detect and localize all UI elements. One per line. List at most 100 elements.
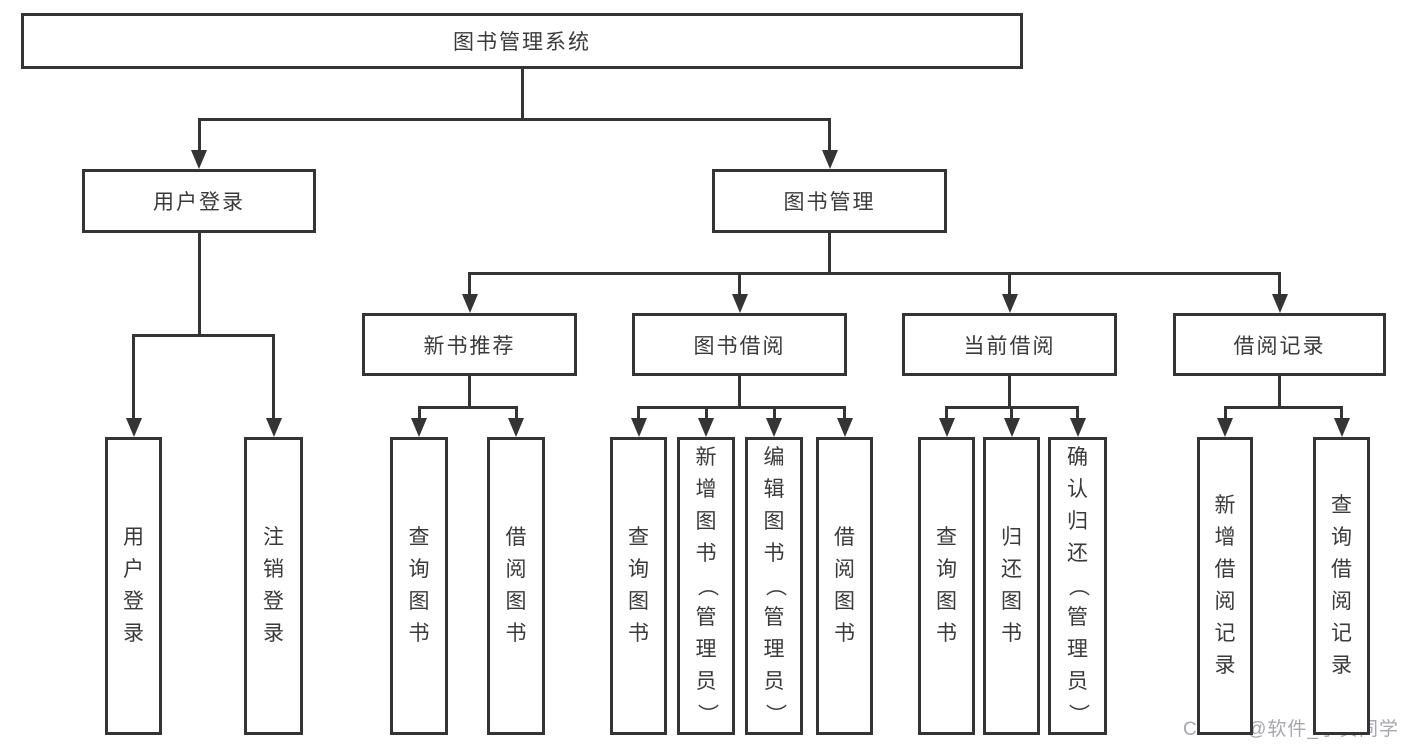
node-label-char: 录 bbox=[263, 622, 284, 645]
node-label-char: 登 bbox=[263, 590, 284, 613]
node-label-char: 新 bbox=[695, 446, 717, 469]
node-label-char: 注 bbox=[263, 526, 284, 549]
node-label-char: 查 bbox=[628, 526, 649, 549]
node-label-char: 阅 bbox=[1214, 590, 1236, 613]
edge-splitter bbox=[417, 405, 518, 409]
node-bb-edit-book: 编辑图书（管理员） bbox=[745, 437, 803, 735]
node-label-char: 记 bbox=[1214, 622, 1236, 645]
node-label-char: 阅 bbox=[1331, 590, 1352, 613]
node-label-char: ） bbox=[695, 703, 718, 725]
node-label-char: ） bbox=[1066, 703, 1090, 725]
node-label-char: 图 bbox=[763, 510, 785, 533]
edge-splitter bbox=[197, 117, 831, 121]
edge-drop bbox=[1223, 407, 1227, 422]
node-bb-borrow-book: 借阅图书 bbox=[816, 437, 873, 735]
arrowhead-icon bbox=[938, 418, 955, 437]
edge-drop bbox=[1278, 273, 1281, 298]
arrowhead-icon bbox=[411, 418, 427, 437]
node-label-char: 归 bbox=[1067, 510, 1088, 533]
edge-drop bbox=[1076, 407, 1079, 422]
node-label-char: 借 bbox=[834, 526, 855, 549]
node-bb-query-book: 查询图书 bbox=[610, 437, 667, 735]
node-label-char: 户 bbox=[123, 558, 144, 581]
arrowhead-icon bbox=[191, 150, 207, 169]
node-label-char: 员 bbox=[695, 670, 717, 693]
edge-drop bbox=[843, 407, 846, 422]
node-label-char: 借 bbox=[505, 526, 527, 549]
node-label-char: 录 bbox=[123, 622, 144, 645]
node-label-char: 辑 bbox=[763, 478, 785, 501]
node-label-char: 管 bbox=[1067, 606, 1088, 629]
node-label-char: 归 bbox=[1001, 526, 1022, 549]
edge-drop bbox=[945, 407, 948, 422]
node-label-char: 书 bbox=[408, 622, 430, 645]
node-label-char: 书 bbox=[628, 622, 649, 645]
edge-stem bbox=[468, 376, 471, 409]
node-label-char: 登 bbox=[123, 590, 144, 613]
node-cb-return-book: 归还图书 bbox=[983, 437, 1040, 735]
node-label-char: 询 bbox=[628, 558, 649, 581]
node-label-char: 图 bbox=[505, 590, 527, 613]
arrowhead-icon bbox=[836, 418, 853, 437]
node-label-char: 员 bbox=[1067, 670, 1088, 693]
edge-stem bbox=[1008, 376, 1011, 409]
node-label-char: （ bbox=[695, 575, 718, 597]
edge-drop bbox=[738, 273, 741, 298]
arrowhead-icon bbox=[731, 294, 748, 313]
node-label-char: 查 bbox=[408, 526, 430, 549]
arrowhead-icon bbox=[630, 418, 647, 437]
arrowhead-icon bbox=[508, 418, 524, 437]
node-label-char: 录 bbox=[1214, 654, 1236, 677]
node-label-char: 询 bbox=[408, 558, 430, 581]
edge-drop bbox=[468, 273, 471, 298]
arrowhead-icon bbox=[1271, 294, 1288, 313]
node-label-char: 图 bbox=[1001, 590, 1022, 613]
node-book-mgmt: 图书管理 bbox=[712, 169, 947, 233]
node-label-char: 图 bbox=[695, 510, 717, 533]
node-label-char: 录 bbox=[1331, 654, 1352, 677]
edge-splitter bbox=[468, 271, 1281, 275]
node-label-char: 阅 bbox=[834, 558, 855, 581]
arrowhead-icon bbox=[698, 418, 714, 437]
edge-drop bbox=[197, 119, 201, 154]
node-label-char: 图 bbox=[408, 590, 430, 613]
node-label-char: 查 bbox=[1331, 494, 1352, 517]
node-label-char: 借 bbox=[1331, 558, 1352, 581]
arrowhead-icon bbox=[1001, 294, 1018, 313]
edge-stem bbox=[738, 376, 741, 409]
node-current-borrow: 当前借阅 bbox=[902, 313, 1117, 376]
node-label-char: ） bbox=[763, 703, 786, 725]
edge-splitter bbox=[132, 333, 275, 337]
node-label-char: 理 bbox=[695, 638, 717, 661]
node-label-char: 理 bbox=[1067, 638, 1088, 661]
node-label-char: 书 bbox=[763, 542, 785, 565]
arrowhead-icon bbox=[1069, 418, 1086, 437]
node-label-char: 员 bbox=[763, 670, 785, 693]
edge-drop bbox=[132, 335, 135, 422]
node-label-char: 管 bbox=[695, 606, 717, 629]
edge-drop bbox=[772, 407, 776, 422]
node-label-char: （ bbox=[1066, 575, 1090, 597]
arrowhead-icon bbox=[1333, 418, 1350, 437]
node-logout-login: 注销登录 bbox=[244, 437, 303, 735]
node-label-char: 用 bbox=[123, 526, 144, 549]
node-label-char: 理 bbox=[763, 638, 785, 661]
node-label-char: 书 bbox=[936, 622, 957, 645]
edge-stem bbox=[828, 233, 831, 275]
node-book-borrow: 图书借阅 bbox=[632, 313, 847, 376]
node-root: 图书管理系统 bbox=[21, 13, 1023, 69]
edge-drop bbox=[1010, 407, 1013, 422]
arrowhead-icon bbox=[461, 294, 478, 313]
node-label-char: 销 bbox=[263, 558, 284, 581]
node-nbr-query-book: 查询图书 bbox=[390, 437, 448, 735]
node-label-char: 增 bbox=[1214, 526, 1236, 549]
node-label-char: 确 bbox=[1067, 446, 1088, 469]
node-label-char: 还 bbox=[1067, 542, 1088, 565]
node-user-login: 用户登录 bbox=[82, 169, 316, 233]
node-label-char: 书 bbox=[834, 622, 855, 645]
edge-splitter bbox=[1223, 405, 1343, 409]
node-new-book-rec: 新书推荐 bbox=[362, 313, 577, 376]
edge-stem bbox=[520, 69, 524, 121]
edge-drop bbox=[272, 335, 275, 422]
node-login-user: 用户登录 bbox=[105, 437, 162, 735]
